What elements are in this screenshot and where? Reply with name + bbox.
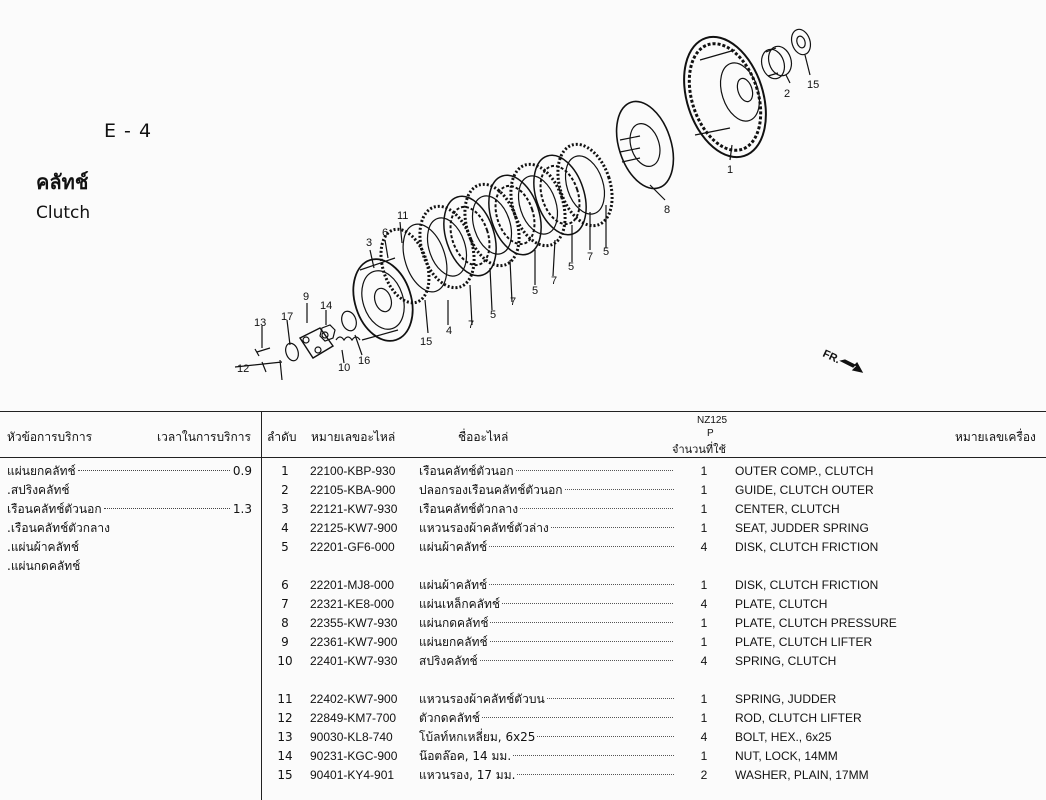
callout-7b: 7 [510,296,516,308]
callout-11: 11 [397,210,408,222]
callout-5a: 5 [490,309,496,321]
callout-10: 10 [338,362,350,374]
service-item: .แผ่นผ้าคลัทช์ [7,540,79,554]
service-item: .เรือนคลัทช์ตัวกลาง [7,521,110,535]
header-service-time: เวลาในการบริการ [157,430,251,444]
section-title-en: Clutch [36,203,91,223]
callout-13: 13 [254,317,266,329]
table-divider [261,411,262,800]
callout-7c: 7 [551,275,557,287]
callout-5b: 5 [532,285,538,297]
service-item: .แผ่นกดคลัทช์ [7,559,81,573]
header-frame-no: หมายเลขเครื่อง [955,430,1036,444]
callout-7d: 7 [587,251,593,263]
service-item: .สปริงคลัทช์ [7,483,70,497]
header-model: NZ125 [697,415,728,426]
callout-6: 6 [382,227,388,239]
callout-3: 3 [366,237,372,249]
header-model-sub: P [707,428,714,439]
header-seq: ลำดับ [267,430,297,444]
front-direction-label: FR. [821,348,842,366]
clutch-disk-stack-drawing [379,142,614,305]
callout-12: 12 [237,363,249,375]
callout-17: 17 [281,311,293,323]
callout-15-lower: 15 [420,336,432,348]
callout-4: 4 [446,325,452,337]
callout-16: 16 [358,355,370,367]
header-part-no: หมายเลขอะไหล่ [311,430,396,444]
service-item: แผ่นยกคลัทช์0.9 [7,462,252,481]
clutch-outer-housing-drawing [683,35,767,159]
callout-7: 7 [468,319,474,331]
clutch-center-drawing [352,257,414,342]
callout-5d: 5 [603,246,609,258]
outer-guide-drawing [760,45,793,80]
table-header-rule [0,457,1046,458]
callout-15: 15 [807,79,819,91]
callout-2: 2 [784,88,790,100]
washer-drawing [790,28,812,56]
callout-1: 1 [727,164,733,176]
section-code: E - 4 [104,120,153,142]
callout-9: 9 [303,291,309,303]
header-part-name: ชื่ออะไหล่ [458,430,509,444]
header-qty: จำนวนที่ใช้ [672,443,726,456]
pressure-plate-drawing [615,100,675,190]
callout-5c: 5 [568,261,574,273]
section-title-thai: คลัทช์ [36,170,89,194]
table-top-rule [0,411,1046,412]
callout-8: 8 [664,204,670,216]
clutch-exploded-diagram: 1 2 3 4 5 6 7 8 9 10 11 12 13 14 15 16 1… [234,28,864,381]
callout-14: 14 [320,300,332,312]
header-service-item: หัวข้อการบริการ [7,430,93,444]
